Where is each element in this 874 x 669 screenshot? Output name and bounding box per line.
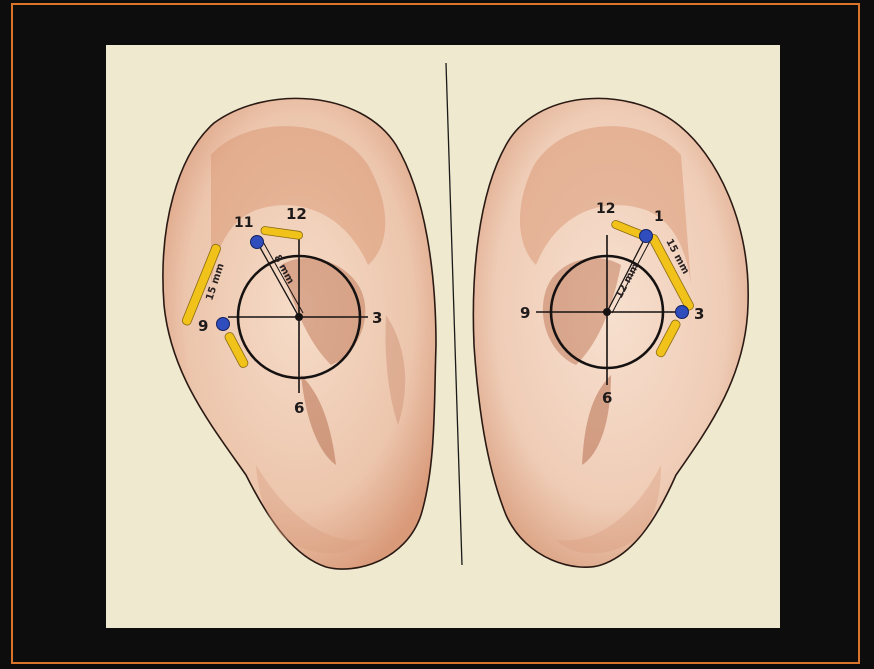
right-label-3: 3 (694, 305, 704, 323)
left-ear: 11 12 3 9 6 8 mm 15 mm (163, 98, 436, 569)
right-label-1: 1 (654, 209, 664, 225)
right-point-3 (676, 306, 689, 319)
right-label-6: 6 (602, 389, 612, 407)
left-label-9: 9 (198, 317, 208, 335)
left-point-9 (217, 318, 230, 331)
right-point-1 (640, 230, 653, 243)
left-label-6: 6 (294, 399, 304, 417)
ear-illustration: 11 12 3 9 6 8 mm 15 mm (106, 45, 780, 628)
ear-diagram-svg: 11 12 3 9 6 8 mm 15 mm (106, 45, 780, 628)
left-point-11 (251, 236, 264, 249)
right-ear: 12 1 9 3 6 12 mm 15 mm (473, 98, 748, 567)
center-divider (446, 63, 462, 565)
left-label-11: 11 (234, 215, 253, 231)
right-label-12: 12 (596, 201, 615, 217)
left-label-12: 12 (286, 205, 307, 223)
right-label-9: 9 (520, 304, 530, 322)
left-label-3: 3 (372, 309, 382, 327)
